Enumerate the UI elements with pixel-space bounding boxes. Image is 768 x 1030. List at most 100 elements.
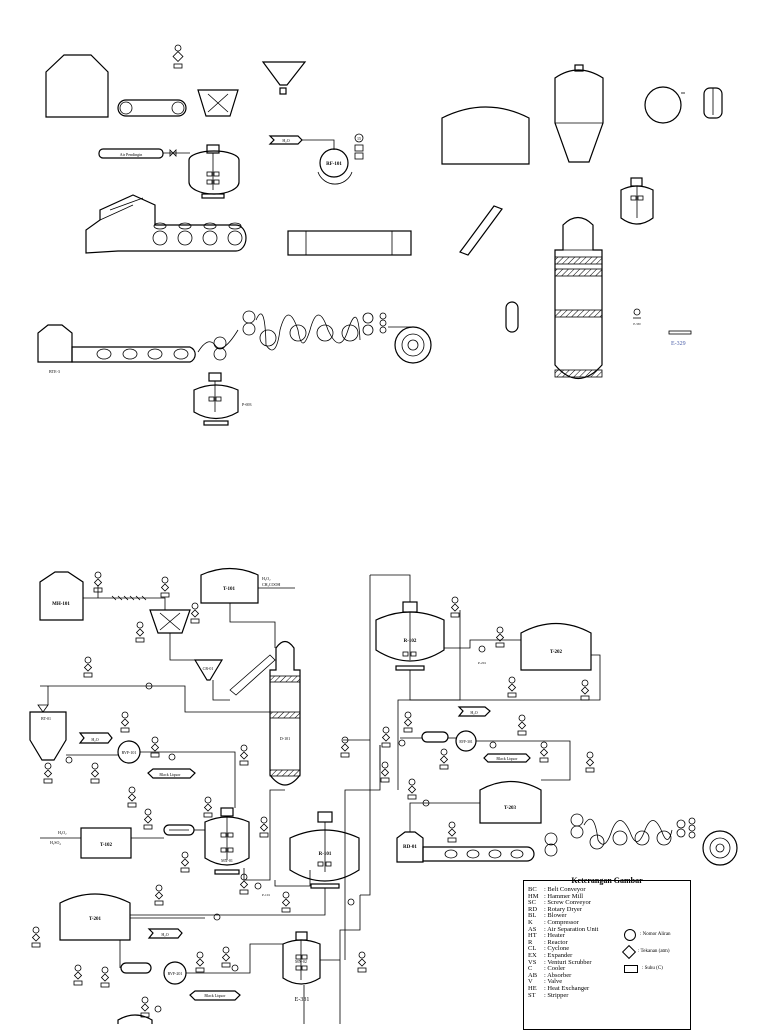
- r102-reactor: R-102: [375, 601, 445, 671]
- e331-label: E-331: [295, 997, 310, 1003]
- legend-row: V: Valve: [528, 979, 686, 986]
- stream-indicator: [180, 851, 190, 873]
- cr01-hopper: [193, 659, 224, 681]
- storage-house-symbol: [45, 54, 109, 118]
- distillation-column-symbol: [554, 216, 603, 380]
- legend-code: K: [528, 918, 533, 926]
- t102-feed-b: H₂SO₄: [50, 840, 61, 845]
- rd01-label: RD-01: [403, 845, 417, 850]
- legend-row: R: Reactor: [528, 938, 686, 947]
- legend-code: BL: [528, 912, 537, 920]
- legend-row: VS: Venturi Scrubber: [528, 958, 686, 967]
- legend-description: : Venturi Scrubber: [544, 958, 592, 966]
- cooling-air-feed: Air Pendingin: [98, 148, 190, 159]
- legend-description: : Hammer Mill: [544, 892, 583, 900]
- legend-row: HM: Hammer Mill: [528, 892, 686, 901]
- legend-description: : Cyclone: [544, 945, 570, 953]
- stream-indicator: [539, 741, 549, 763]
- stream-indicator: [93, 571, 103, 593]
- legend-description: : Screw Conveyor: [544, 899, 591, 907]
- r102-label: R-102: [404, 639, 417, 644]
- stream-indicator: [340, 736, 350, 758]
- r101-reactor: R-101: [289, 811, 360, 889]
- stream-indicator: [73, 964, 83, 986]
- legend-row: EX: Expander: [528, 952, 686, 960]
- stream-indicator: [127, 786, 137, 808]
- h2o-label-c: H₂O: [470, 710, 477, 715]
- stream-number-15: 15: [357, 136, 361, 141]
- process-pipes: [40, 574, 601, 1024]
- stream-indicator: [239, 744, 249, 766]
- legend-row: AS: Air Separation Unit: [528, 925, 686, 934]
- rf101-label: RF-101: [326, 162, 342, 167]
- legend-code: CL: [528, 945, 537, 953]
- stream-indicator: [450, 596, 460, 618]
- stream-indicator: [100, 966, 110, 988]
- legend-code: R: [528, 938, 533, 946]
- stream-indicator: [507, 676, 517, 698]
- d101-label: D-101: [280, 736, 290, 741]
- hammer-mill: [149, 609, 191, 634]
- diamond-icon: [621, 944, 637, 960]
- legend-symbol-rect: : Suhu (C): [624, 965, 663, 973]
- stream-indicator: [43, 762, 53, 784]
- pumps: P-101 P-201: [65, 645, 497, 1013]
- h2o-label-top: H₂O: [282, 138, 289, 143]
- legend-row: C : Cooler: [528, 966, 686, 973]
- legend-code: ST: [528, 991, 536, 999]
- h2o-label-a: H₂O: [91, 737, 98, 742]
- legend-title: Keterangan Gambar: [571, 876, 643, 885]
- legend-description: : Rotary Dryer: [544, 905, 582, 913]
- screw-elevator-symbol: [459, 205, 503, 256]
- stream-indicator: [83, 656, 93, 678]
- screw-conveyor: [83, 595, 150, 601]
- mh101-storage: [39, 571, 84, 621]
- legend-description: : Valve: [544, 978, 563, 986]
- reactor-p693-symbol: P-693: [193, 372, 252, 426]
- legend-description: : Belt Conveyor: [544, 886, 586, 893]
- stream-indicator: [580, 679, 590, 701]
- rvf101-filter: H₂O RVF-101 Black Liquor: [78, 732, 196, 779]
- legend-symbol-label: : Suhu (C): [642, 965, 663, 971]
- legend-description: : Heater: [544, 932, 565, 940]
- legend-row: ST: Stripper: [528, 991, 686, 1000]
- hammer-mill-symbol: [197, 89, 239, 117]
- legend-code: AB: [528, 971, 538, 979]
- stream-indicator: [380, 761, 390, 783]
- stream-indicator: [439, 748, 449, 770]
- jacketed-reactor-symbol: [188, 144, 240, 199]
- t201-tank: [59, 893, 131, 941]
- legend-row: BC: Belt Conveyor: [528, 886, 686, 894]
- process-flow: MH-101 T-101 H₂O₂ CH₃COOH CR-01 D-101: [29, 567, 738, 1024]
- stream-indicator: [403, 711, 413, 733]
- p101-label: P-101: [262, 893, 270, 897]
- e330-label: E-330: [633, 322, 641, 326]
- small-vessel-symbol: [703, 87, 723, 119]
- belt-conveyor-symbol: [117, 99, 187, 117]
- pump-symbol: E-330: [633, 308, 641, 326]
- t101-label: T-101: [223, 587, 236, 592]
- hopper-symbol: [261, 61, 307, 95]
- r101-label: R-101: [319, 852, 332, 857]
- legend-row: RD: Rotary Dryer: [528, 905, 686, 914]
- legend-code: AS: [528, 925, 537, 933]
- t102-feed-a: H₂O₂: [58, 830, 67, 835]
- stream-indicator: [203, 796, 213, 818]
- p201-label: P-201: [478, 661, 486, 665]
- stream-indicator: [150, 736, 160, 758]
- legend-description: : Cooler: [544, 965, 566, 973]
- legend-description: : Compressor: [544, 918, 579, 926]
- legend-symbol-label: : Nomor Aliran: [640, 931, 671, 937]
- legend-row: CL : Cyclone: [528, 946, 686, 953]
- stream-indicator: [143, 808, 153, 830]
- legend-code: C: [528, 965, 533, 973]
- rvf101-label: RVF-101: [122, 750, 137, 755]
- legend-row: BL: Blower: [528, 913, 686, 920]
- rd01-line: RD-01: [396, 813, 738, 866]
- stream-indicator: [160, 576, 170, 598]
- rvf201-label: RVF-201: [168, 971, 183, 976]
- t203-tank: [479, 781, 542, 824]
- legend-row: SC : Screw Conveyor: [528, 900, 686, 907]
- air-pendingin-label: Air Pendingin: [120, 152, 143, 157]
- legend-code: SC: [528, 899, 536, 907]
